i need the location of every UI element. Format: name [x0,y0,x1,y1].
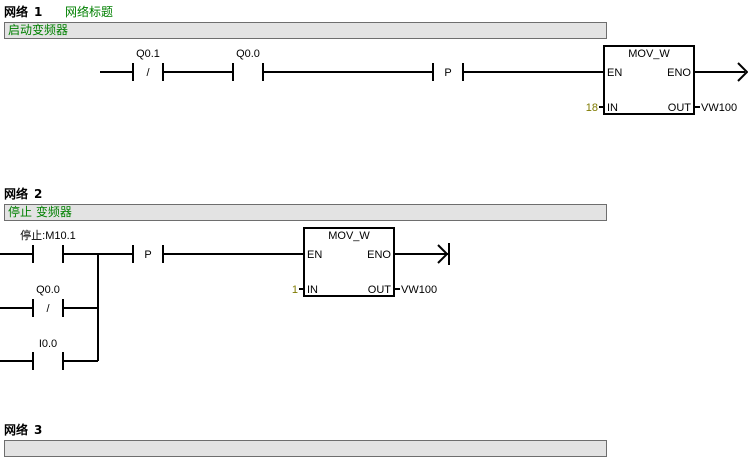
network-2-rung [0,227,450,370]
in-label: IN [307,284,318,296]
contact-address: I0.0 [39,338,57,350]
mov-w-box[interactable] [303,227,395,297]
contact-address: Q0.0 [236,48,260,60]
network-3-comment[interactable] [4,440,607,457]
eno-label: ENO [367,249,391,261]
contact-m10-1[interactable] [32,245,64,263]
network-1-comment[interactable]: 启动变频器 [4,22,607,39]
network-label: 网络 [4,423,29,437]
contact-i0-0[interactable] [32,352,64,370]
network-number: 3 [34,423,43,437]
network-1-header[interactable]: 网络 1 [4,3,42,20]
network-3-header[interactable]: 网络 3 [4,421,42,438]
output-arrow-icon [437,244,449,264]
out-label: OUT [668,102,692,114]
in-value[interactable]: 1 [292,284,298,296]
out-label: OUT [368,284,392,296]
en-label: EN [307,249,322,261]
in-value[interactable]: 18 [586,102,598,114]
box-name: MOV_W [328,230,370,242]
contact-symbol: / [46,303,50,315]
network-number: 2 [34,187,43,201]
network-1-rung [100,45,748,115]
contact-symbol: P [144,249,151,261]
out-value[interactable]: VW100 [701,102,737,114]
network-number: 1 [34,5,43,19]
eno-label: ENO [667,67,691,79]
network-2-header[interactable]: 网络 2 [4,185,42,202]
contact-q0-0[interactable] [232,63,264,81]
mov-w-box[interactable] [603,45,695,115]
network-label: 网络 [4,5,29,19]
contact-symbol: P [444,67,451,79]
contact-symbol: / [146,67,150,79]
output-arrow-icon [737,62,748,82]
box-name: MOV_W [628,48,670,60]
out-value[interactable]: VW100 [401,284,437,296]
network-label: 网络 [4,187,29,201]
network-2-comment[interactable]: 停止 变频器 [4,204,607,221]
en-label: EN [607,67,622,79]
contact-address: Q0.0 [36,284,60,296]
network-1-title[interactable]: 网络标题 [65,5,114,19]
contact-address: 停止:M10.1 [20,228,76,242]
in-label: IN [607,102,618,114]
contact-address: Q0.1 [136,48,160,60]
